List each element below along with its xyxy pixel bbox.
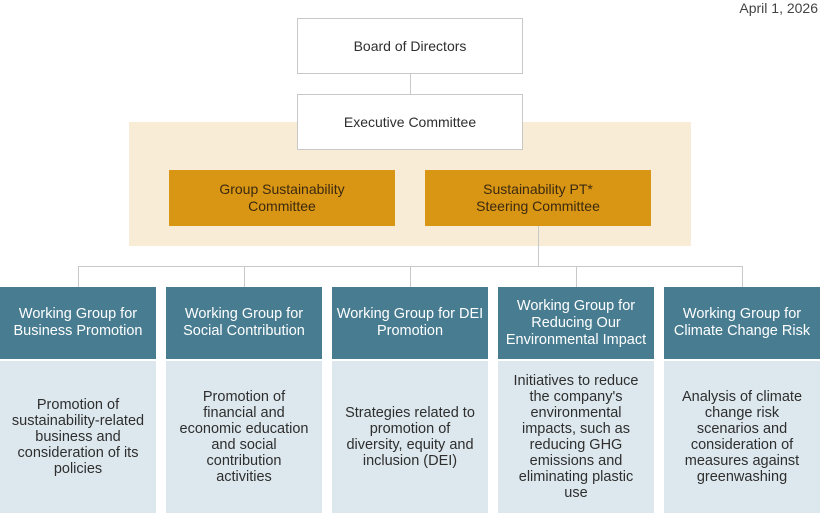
working-group-title: Working Group for Climate Change Risk (673, 306, 811, 339)
connector-line (244, 266, 245, 287)
executive-label: Executive Committee (343, 114, 477, 130)
working-group-social-contribution-description: Promotion of financial and economic educ… (166, 361, 322, 513)
working-group-environmental-impact-description: Initiatives to reduce the company's envi… (498, 361, 654, 513)
connector-line (410, 74, 411, 94)
working-group-climate-change-risk-header: Working Group for Climate Change Risk (664, 287, 820, 359)
committee-label: Sustainability PT* Steering Committee (476, 181, 600, 214)
working-group-title: Working Group for Reducing Our Environme… (505, 297, 647, 348)
group-sustainability-committee-box: Group Sustainability Committee (169, 170, 395, 226)
working-group-social-contribution-header: Working Group for Social Contribution (166, 287, 322, 359)
committee-label: Group Sustainability Committee (219, 181, 345, 214)
connector-line (410, 266, 411, 287)
working-group-title: Working Group for DEI Promotion (336, 306, 484, 339)
working-group-business-promotion-header: Working Group for Business Promotion (0, 287, 156, 359)
working-group-business-promotion-description: Promotion of sustainability-related busi… (0, 361, 156, 513)
board-of-directors-box: Board of Directors (297, 18, 523, 74)
working-group-title: Working Group for Social Contribution (183, 306, 305, 339)
connector-line (742, 266, 743, 287)
working-group-title: Working Group for Business Promotion (13, 306, 143, 339)
working-group-description: Initiatives to reduce the company's envi… (513, 373, 639, 501)
working-group-description: Strategies related to promotion of diver… (345, 405, 475, 469)
connector-line (576, 266, 577, 287)
working-group-climate-change-risk-description: Analysis of climate change risk scenario… (664, 361, 820, 513)
working-group-dei-promotion-description: Strategies related to promotion of diver… (332, 361, 488, 513)
board-label: Board of Directors (353, 38, 467, 54)
executive-committee-box: Executive Committee (297, 94, 523, 150)
connector-line (538, 226, 539, 266)
working-group-description: Analysis of climate change risk scenario… (681, 389, 803, 485)
working-group-environmental-impact-header: Working Group for Reducing Our Environme… (498, 287, 654, 359)
working-group-description: Promotion of financial and economic educ… (179, 389, 309, 485)
sustainability-pt-steering-committee-box: Sustainability PT* Steering Committee (425, 170, 651, 226)
date-label: April 1, 2026 (739, 0, 818, 16)
working-group-description: Promotion of sustainability-related busi… (11, 397, 145, 477)
connector-line (78, 266, 79, 287)
working-group-dei-promotion-header: Working Group for DEI Promotion (332, 287, 488, 359)
